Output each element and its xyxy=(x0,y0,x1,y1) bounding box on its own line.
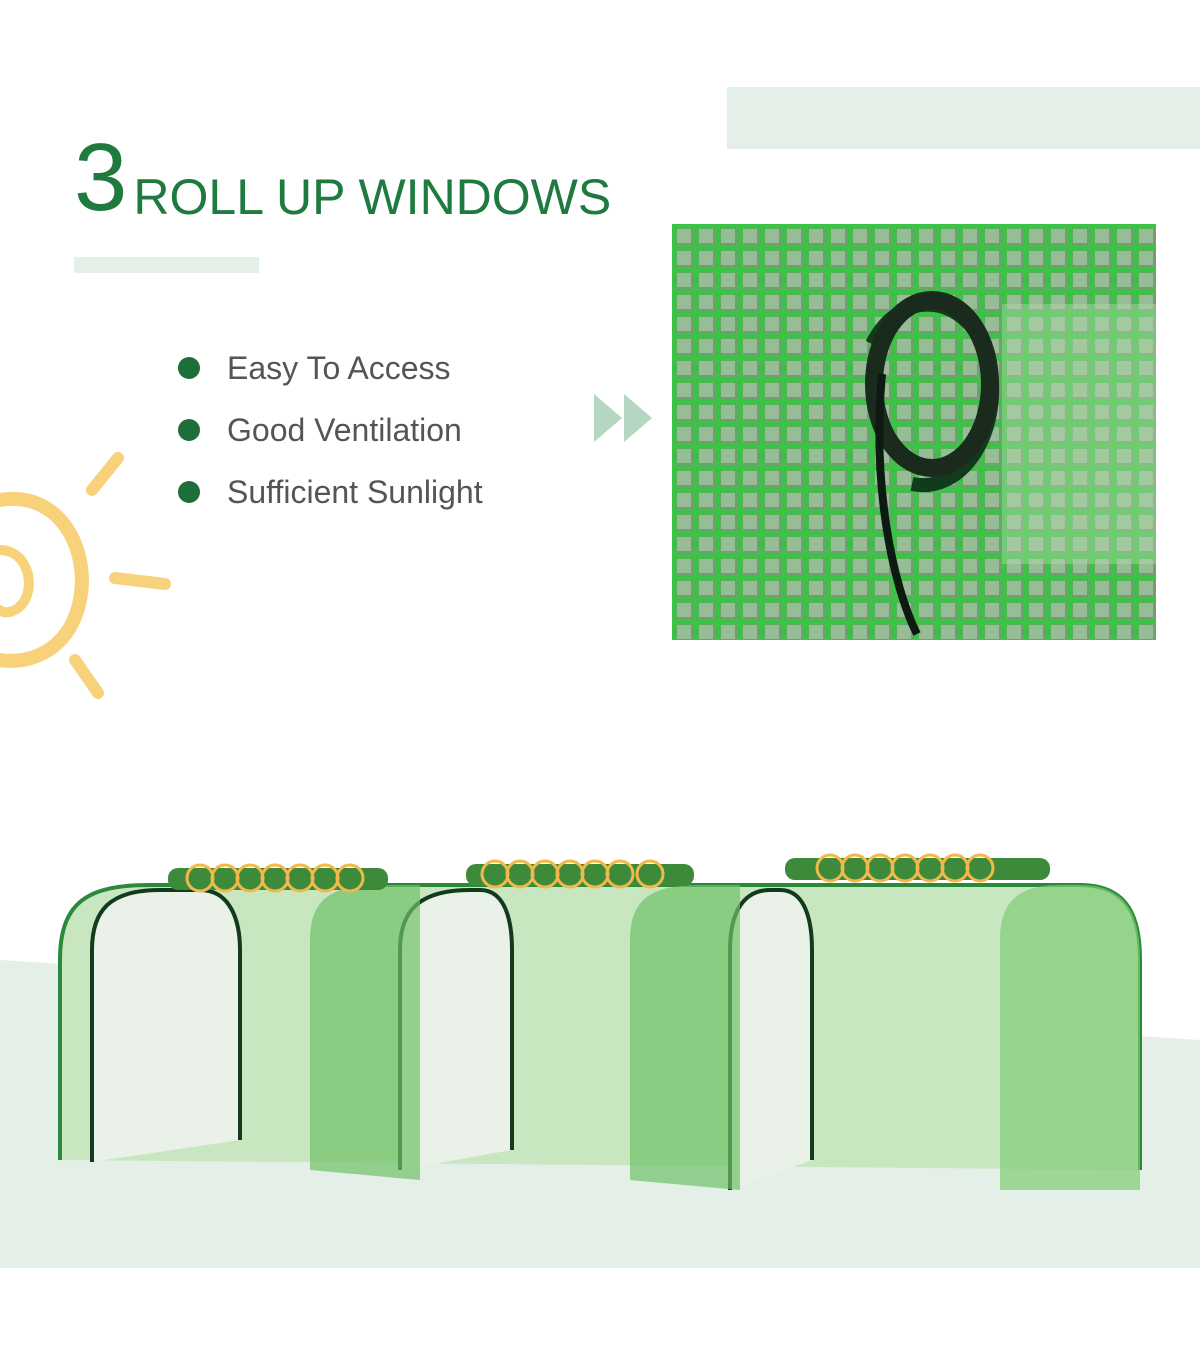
feature-label: Easy To Access xyxy=(227,349,451,386)
roll-up-window-closeup-photo xyxy=(672,224,1156,640)
greenhouse-tunnel-photo xyxy=(58,853,1142,1190)
headline-text: ROLL UP WINDOWS xyxy=(133,169,612,225)
feature-item: Good Ventilation xyxy=(178,410,462,450)
fast-forward-icon xyxy=(594,394,652,442)
decorative-banner-bar xyxy=(727,87,1200,149)
feature-label: Good Ventilation xyxy=(227,411,462,448)
sun-icon xyxy=(0,452,171,699)
headline-number: 3 xyxy=(74,124,128,231)
feature-item: Easy To Access xyxy=(178,348,451,388)
title-underline xyxy=(74,257,259,273)
bullet-icon xyxy=(178,419,200,441)
bullet-icon xyxy=(178,481,200,503)
feature-item: Sufficient Sunlight xyxy=(178,472,483,512)
feature-label: Sufficient Sunlight xyxy=(227,473,483,510)
bullet-icon xyxy=(178,357,200,379)
